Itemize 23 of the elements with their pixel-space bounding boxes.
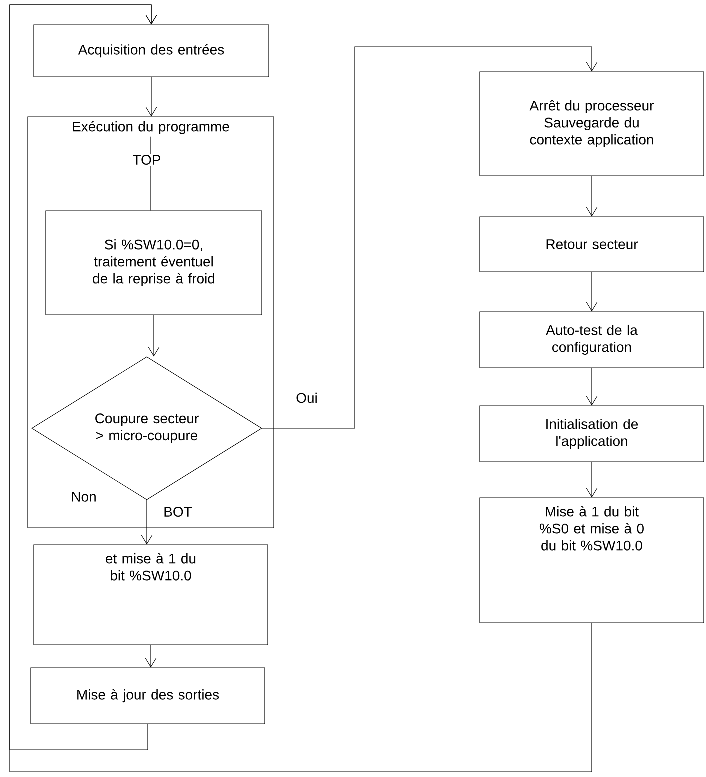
arrow [145,645,157,668]
edge-label: Non [70,491,98,503]
arrow [586,272,598,312]
arrow [262,46,598,429]
process-box: Acquisition des entrées [34,24,270,78]
edge-label: Oui [295,392,319,404]
arrow [586,176,598,217]
process-box: Arrêt du processeur Sauvegarde du contexte application [480,72,704,176]
arrow [10,4,592,772]
arrow [586,368,598,406]
arrow [146,77,158,117]
marker-label: TOP [132,154,162,166]
process-box: Initialisation de l'application [480,406,704,462]
process-box: Retour secteur [480,216,704,272]
arrow [148,315,160,357]
process-box: Auto-test de la configuration [480,312,704,368]
process-box: Mise à 1 du bit %S0 et mise à 0 du bit %SW10.0 [480,498,704,624]
process-box: et mise à 1 du bit %SW10.0 [34,544,268,646]
marker-label: BOT [162,506,194,518]
arrow [141,500,153,545]
arrow [586,462,598,498]
process-box: Si %SW10.0=0, traitement éventuel de la reprise à froid [46,210,262,316]
process-box: Mise à jour des sorties [30,668,266,724]
